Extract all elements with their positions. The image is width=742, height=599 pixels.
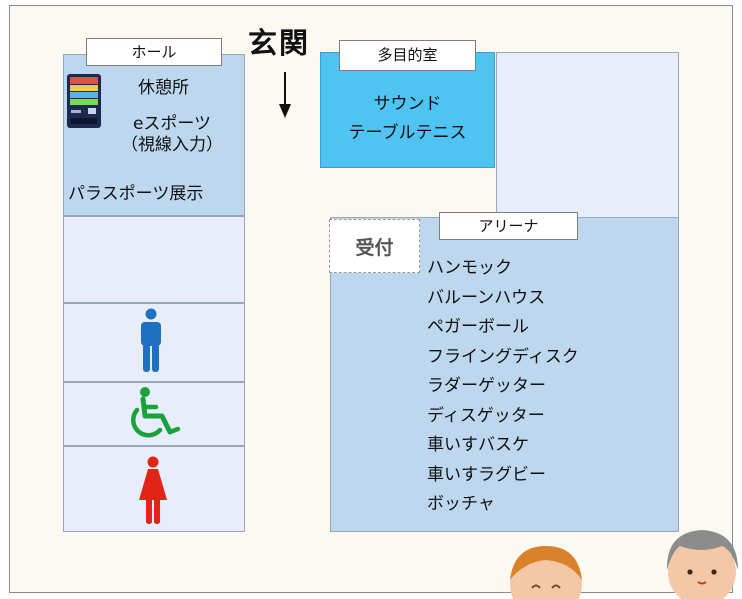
multipurpose-room-label: 多目的室	[339, 40, 476, 71]
esports-line-1: eスポーツ	[132, 114, 212, 134]
arena-activity-item: ラダーゲッター	[427, 376, 546, 396]
hall-corridor	[63, 216, 245, 303]
female-restroom-icon	[139, 456, 167, 524]
vending-machine-icon	[67, 74, 101, 128]
arena-activity-item: 車いすバスケ	[427, 435, 529, 455]
male-restroom-icon	[141, 308, 161, 372]
sound-table-tennis-line-2: テーブルテニス	[348, 123, 467, 143]
para-sports-exhibit-label: パラスポーツ展示	[68, 184, 204, 204]
reception-box: 受付	[329, 219, 420, 273]
esports-label: eスポーツ （視線入力）	[108, 114, 236, 157]
sound-table-tennis-line-1: サウンド	[373, 94, 442, 114]
arena-activity-list: ハンモック バルーンハウス ペガーボール フライングディスク ラダーゲッター デ…	[427, 254, 579, 520]
arena-activity-item: ディスゲッター	[427, 405, 545, 426]
elderly-character-illustration	[666, 530, 738, 599]
arena-activity-item: バルーンハウス	[427, 287, 546, 308]
sound-table-tennis-label: サウンド テーブルテニス	[320, 90, 495, 148]
esports-line-2: （視線入力）	[121, 135, 223, 156]
multipurpose-room	[320, 52, 495, 168]
rest-area-label: 休憩所	[138, 78, 189, 98]
entrance-arrow-icon	[279, 72, 291, 118]
wheelchair-icon	[131, 387, 181, 438]
arena-activity-item: ボッチャ	[427, 494, 495, 514]
arena-activity-item: 車いすラグビー	[427, 464, 546, 485]
arena-activity-item: ハンモック	[427, 258, 512, 278]
child-character-illustration	[510, 546, 582, 599]
arena-label: アリーナ	[439, 212, 578, 240]
hall-label: ホール	[86, 38, 222, 66]
storage-room	[496, 52, 679, 218]
arena-activity-item: フライングディスク	[427, 346, 579, 367]
arena-activity-item: ペガーボール	[427, 317, 529, 337]
entrance-label: 玄関	[248, 26, 311, 60]
